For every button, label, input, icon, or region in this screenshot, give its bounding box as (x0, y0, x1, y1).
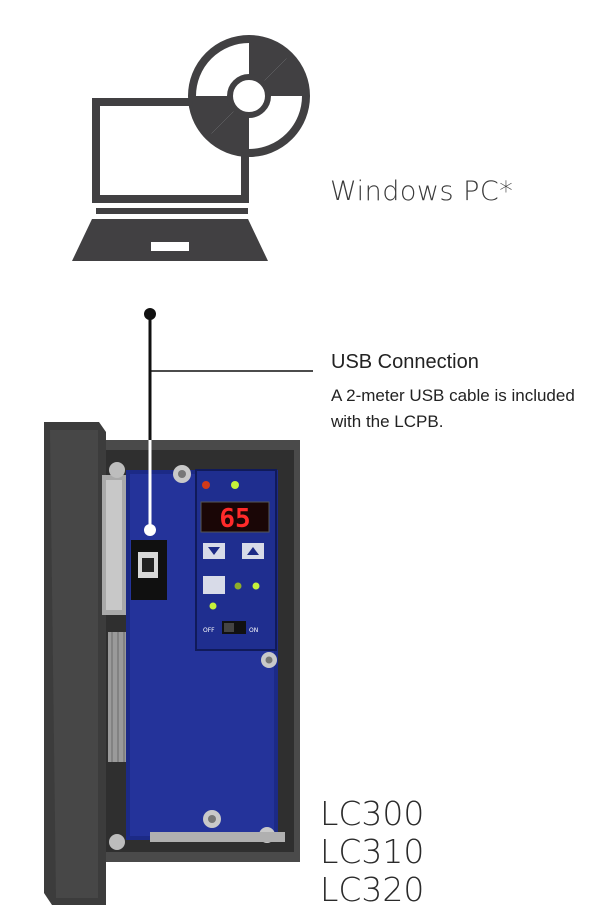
model-name: LC300 (320, 794, 425, 833)
laptop-icon (72, 98, 268, 261)
controller-device (44, 422, 300, 905)
usb-connection-title: USB Connection (331, 351, 479, 373)
pc-label: Windows PC* (330, 176, 514, 207)
switch-on-label: ON (249, 627, 258, 634)
model-list: LC300 LC310 LC320 (320, 795, 424, 909)
usb-connection-line (144, 308, 313, 536)
cd-disc-icon (188, 35, 310, 157)
model-name: LC320 (320, 870, 425, 909)
usb-connection-description: A 2-meter USB cable is included with the… (331, 386, 575, 431)
model-name: LC310 (320, 832, 425, 871)
display-value: 65 (219, 504, 250, 534)
switch-off-label: OFF (203, 627, 215, 634)
